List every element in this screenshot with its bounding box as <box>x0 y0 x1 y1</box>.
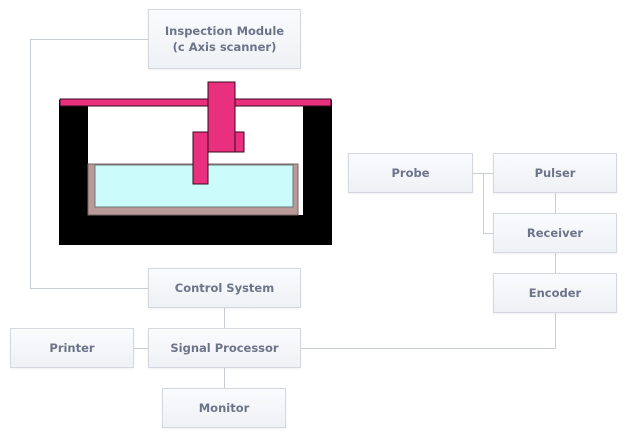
probe-box: Probe <box>348 153 473 193</box>
control-system-label: Control System <box>174 281 275 295</box>
encoder-label: Encoder <box>528 286 582 300</box>
pulser-box: Pulser <box>493 153 617 193</box>
inspection-module-box: Inspection Module (c Axis scanner) <box>148 9 301 69</box>
signal-processor-box: Signal Processor <box>148 328 301 368</box>
encoder-box: Encoder <box>493 273 617 313</box>
signal-processor-label: Signal Processor <box>170 341 279 355</box>
inspection-module-subtitle: (c Axis scanner) <box>172 40 277 54</box>
receiver-box: Receiver <box>493 213 617 253</box>
connector-inspection-control <box>30 39 148 289</box>
control-system-box: Control System <box>148 268 301 308</box>
scanner-illustration <box>59 81 332 245</box>
gantry-side-block <box>234 131 245 153</box>
pulser-label: Pulser <box>534 166 576 180</box>
connector-encoder-signal <box>301 313 556 349</box>
gantry-carriage <box>207 81 236 153</box>
monitor-box: Monitor <box>162 388 286 428</box>
probe-label: Probe <box>391 166 430 180</box>
probe-arm <box>192 131 209 185</box>
printer-label: Printer <box>49 341 95 355</box>
monitor-label: Monitor <box>198 401 250 415</box>
printer-box: Printer <box>10 328 134 368</box>
gantry-rail <box>59 98 332 107</box>
receiver-label: Receiver <box>526 226 584 240</box>
inspection-module-title: Inspection Module <box>164 24 285 38</box>
connector-probe-receiver <box>483 173 493 234</box>
